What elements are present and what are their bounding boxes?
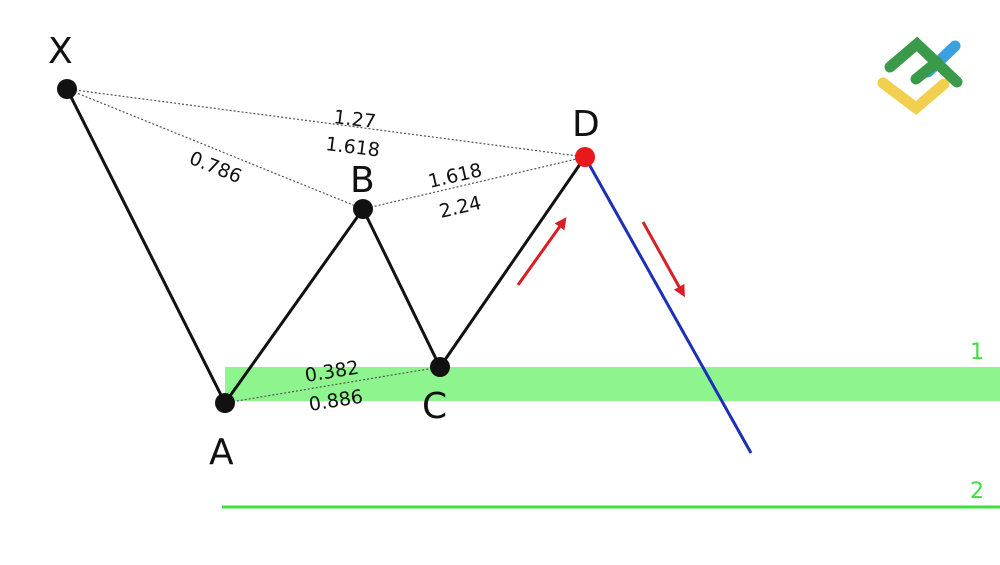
xd-dotted-line bbox=[66, 88, 586, 158]
brand-logo bbox=[877, 36, 963, 116]
projection-line bbox=[583, 156, 753, 454]
point-c bbox=[430, 357, 450, 377]
level-2-label: 2 bbox=[970, 479, 984, 504]
ratio-xd-1: 1.27 bbox=[332, 106, 377, 133]
label-a: A bbox=[209, 432, 234, 473]
ratio-xb: 0.786 bbox=[186, 147, 245, 188]
label-d: D bbox=[572, 104, 600, 145]
point-b bbox=[353, 199, 373, 219]
ratio-xd-2: 1.618 bbox=[324, 133, 381, 161]
ratio-bd-2: 2.24 bbox=[437, 192, 483, 223]
target-zone-band bbox=[225, 367, 1000, 401]
point-x bbox=[57, 79, 77, 99]
down-arrow-icon bbox=[641, 221, 685, 298]
level-1-label: 1 bbox=[970, 340, 984, 365]
label-b: B bbox=[350, 160, 375, 201]
xb-dotted-line bbox=[66, 88, 364, 210]
point-a bbox=[215, 393, 235, 413]
ac-dotted-line bbox=[224, 366, 441, 404]
point-d bbox=[575, 147, 595, 167]
label-c: C bbox=[422, 386, 447, 427]
up-arrow-icon bbox=[516, 217, 567, 286]
ratio-bd-1: 1.618 bbox=[426, 159, 484, 193]
label-x: X bbox=[48, 31, 73, 72]
